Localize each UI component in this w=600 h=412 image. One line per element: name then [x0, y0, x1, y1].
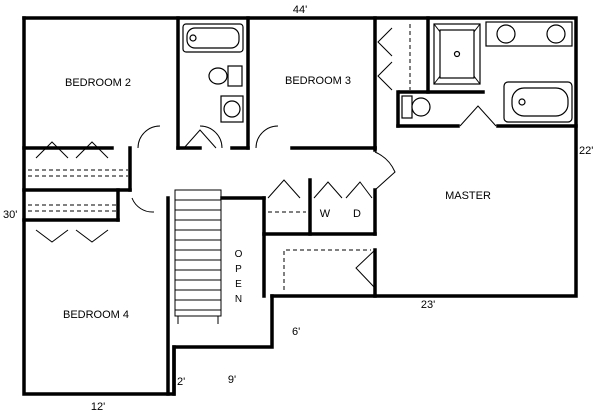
- dryer-label: D: [353, 208, 361, 220]
- dimension-step-bottom: 9': [228, 374, 236, 386]
- open-letter: P: [235, 264, 243, 275]
- bedroom-2-label: BEDROOM 2: [65, 77, 131, 89]
- dimension-stair-side: 6': [292, 326, 300, 338]
- dimension-right: 22': [579, 145, 593, 157]
- interior-walls: [22, 16, 578, 396]
- open-letter: E: [235, 279, 243, 290]
- closet-shelves: [28, 24, 411, 290]
- dimension-master-bottom: 23': [421, 299, 435, 311]
- staircase: [174, 189, 222, 324]
- dimension-left: 30': [3, 209, 17, 221]
- dimension-step-left: 2': [177, 376, 185, 388]
- dimension-bottom: 12': [91, 401, 105, 412]
- bedroom-4-label: BEDROOM 4: [63, 309, 129, 321]
- open-letter: O: [235, 249, 244, 260]
- dimension-top: 44': [293, 4, 307, 16]
- open-letter: N: [235, 294, 243, 305]
- bedroom-3-label: BEDROOM 3: [285, 75, 351, 87]
- door-swings: [35, 27, 497, 289]
- washer-label: W: [320, 208, 331, 220]
- master-bath-fixtures: [401, 21, 573, 123]
- hall-bath-fixtures: [182, 23, 244, 123]
- exterior-walls: [22, 16, 578, 396]
- master-label: MASTER: [445, 190, 491, 202]
